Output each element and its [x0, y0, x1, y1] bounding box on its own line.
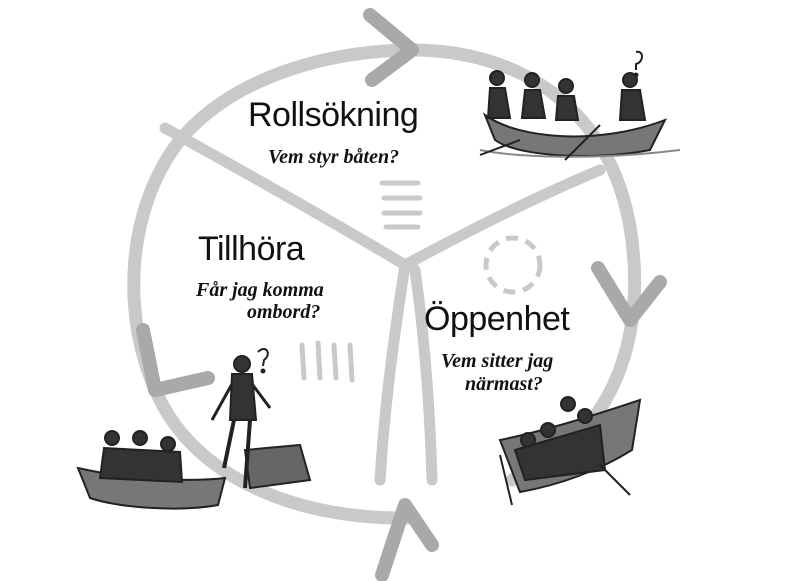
- boat-illustration-bottom-left: [76, 348, 312, 510]
- arrowheads: [136, 8, 667, 581]
- stage-question-tillhora-line1: Får jag komma: [196, 279, 324, 301]
- arrowhead-bottom: [375, 498, 439, 581]
- marker-lines-left: [299, 340, 355, 383]
- stage-title-tillhora: Tillhöra: [198, 230, 305, 268]
- stage-question-tillhora-line2: ombord?: [247, 301, 321, 323]
- segment-dividers: [159, 122, 606, 486]
- boat-illustration-top: [479, 50, 681, 161]
- stage-question-oppenhet-line1: Vem sitter jag: [441, 350, 554, 372]
- arrowhead-top: [363, 8, 419, 87]
- stage-title-rollsokning: Rollsökning: [248, 96, 419, 134]
- stage-title-oppenhet: Öppenhet: [424, 300, 570, 338]
- arrowhead-left: [136, 323, 215, 397]
- marker-circle-right: [483, 235, 543, 295]
- arrowhead-right: [591, 261, 667, 327]
- boat-illustration-bottom-right: [498, 396, 642, 506]
- stage-question-rollsokning: Vem styr båten?: [268, 146, 400, 168]
- stage-question-oppenhet-line2: närmast?: [465, 373, 543, 395]
- marker-lines-top: [379, 180, 423, 230]
